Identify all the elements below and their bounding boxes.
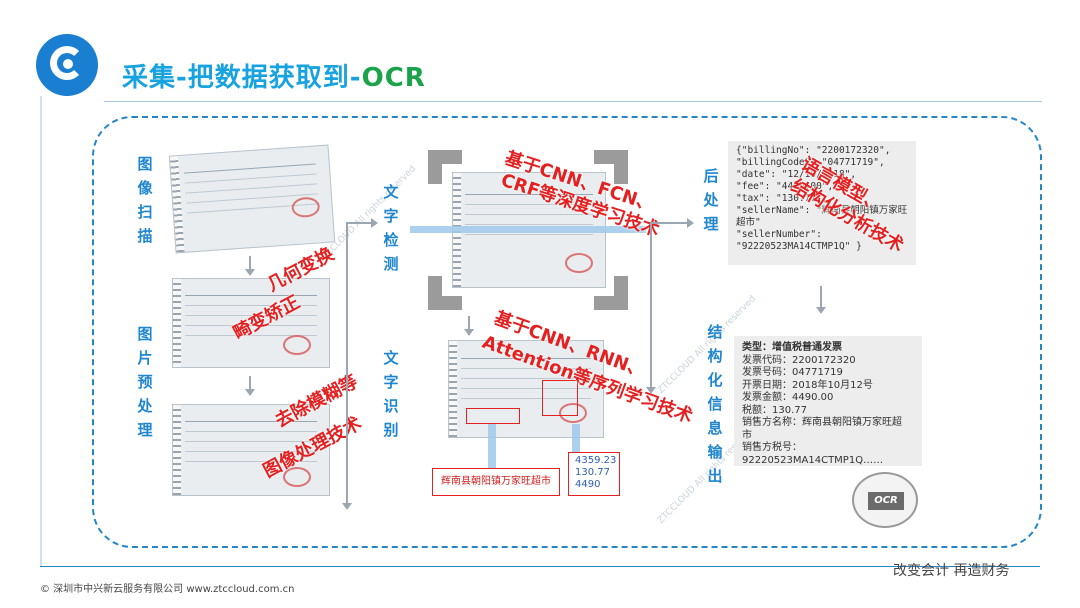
- recognized-seller-name: 辉南县朝阳镇万家旺超市: [432, 468, 560, 496]
- label-image-scan: 图像扫描: [137, 155, 153, 245]
- process-frame: [92, 116, 1042, 548]
- ocr-badge-icon: OCR: [852, 472, 918, 528]
- scan-line: [410, 226, 646, 233]
- title-divider: [104, 101, 1042, 102]
- page-title: 采集-把数据获取到-OCR: [122, 63, 426, 93]
- geometric-corrected-invoice-image: [172, 278, 330, 368]
- footer-divider: [40, 566, 1040, 567]
- deblurred-invoice-image: [172, 404, 330, 496]
- company-logo: [36, 34, 98, 96]
- logo-swirl-icon: [50, 46, 84, 80]
- structured-info-box: 类型：增值税普通发票 发票代码：2200172320 发票号码：04771719…: [734, 336, 922, 466]
- arrow-down: [245, 376, 255, 396]
- recognized-amounts: 4359.23 130.77 4490: [568, 452, 620, 496]
- arrow-right: [346, 218, 378, 228]
- label-image-preprocess: 图片预处理: [137, 325, 153, 439]
- json-output-box: {"billingNo": "2200172320", "billingCode…: [728, 141, 916, 265]
- arrow-down: [816, 286, 826, 314]
- scanned-invoice-image: [168, 144, 336, 254]
- label-structured-output: 结构化信息输出: [707, 323, 723, 485]
- left-divider: [40, 96, 42, 566]
- connector-line: [342, 222, 352, 510]
- label-text-recognition: 文字识别: [383, 349, 399, 439]
- footer-copyright: © 深圳市中兴新云服务有限公司 www.ztccloud.com.cn: [40, 584, 295, 595]
- label-text-detection: 文字检测: [383, 183, 399, 273]
- footer-slogan: 改变会计 再造财务: [893, 563, 1010, 579]
- arrow-down: [464, 316, 474, 336]
- recognition-invoice-image: [448, 340, 604, 438]
- label-post-processing: 后处理: [703, 167, 719, 233]
- arrow-down: [245, 256, 255, 276]
- arrow-right: [650, 218, 694, 228]
- connector-line: [646, 222, 656, 394]
